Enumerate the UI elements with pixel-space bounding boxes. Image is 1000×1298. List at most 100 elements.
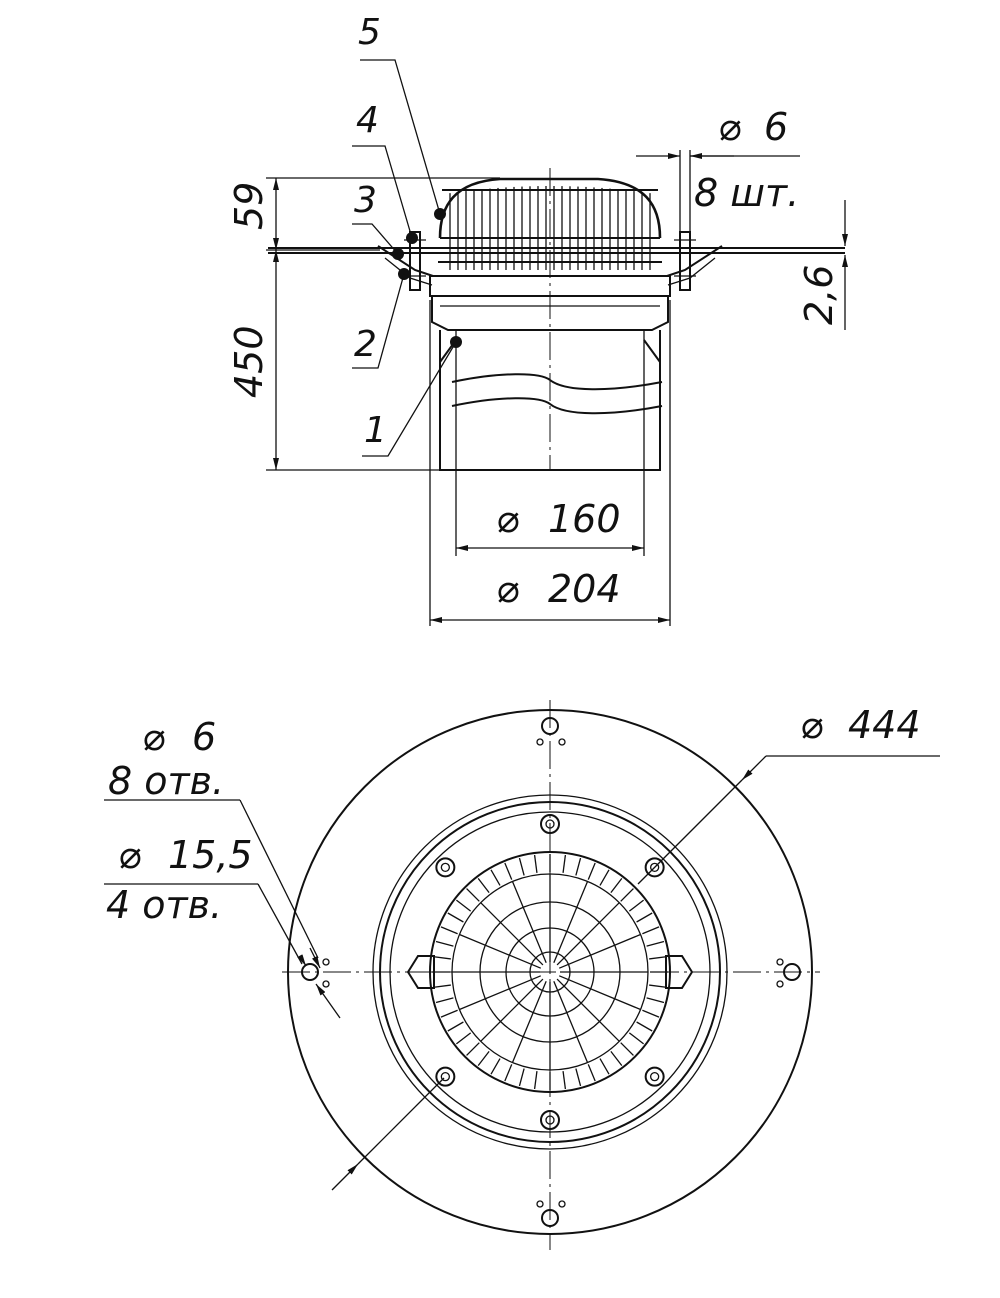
dim-flange-thk: 2,6 [797,200,848,330]
grate-tooth [533,854,538,873]
dim-large-holes-symbol: ⌀ [118,833,141,877]
dome-grate [438,177,662,270]
bolt-outer [435,1066,456,1087]
drain-pipe [439,330,663,471]
grate-tooth [642,926,660,935]
grate-tooth [599,869,610,886]
small-hole [558,1200,566,1208]
grate-spoke [459,933,542,969]
callout-label-1: 1 [364,410,387,451]
grate-tooth [504,1064,513,1082]
grate-tooth [587,862,596,880]
dim-height-body: 450 [227,250,440,471]
dim-large-holes-dia: 15,5 [168,833,253,877]
grate-spoke [511,980,547,1063]
grate-tooth [599,1058,610,1075]
dim-label-59: 59 [227,182,271,230]
bolt-inner [650,1072,660,1082]
dim-flange-dia: ⌀ 444 [331,703,940,1191]
grate-tooth [562,1071,567,1090]
grate-tooth [575,857,582,876]
bolt-outer [435,857,456,878]
grate-tooth [435,940,454,947]
dim-bolt-count: 8 шт. [694,171,799,215]
bolt-inner [440,862,450,872]
callout-label-4: 4 [356,100,379,141]
small-hole [536,1200,544,1208]
grate-spoke [480,978,544,1042]
dim-bolt-dia-symbol: ⌀ [718,105,741,149]
grate-spoke [511,881,547,964]
grate-tooth [440,1009,458,1018]
dim-pipe-inner-value: 160 [548,497,621,541]
grate-spoke [558,975,641,1011]
body-collar [429,275,671,331]
small-hole [322,980,330,988]
grate-spoke [553,881,589,964]
dim-height-top: 59 [227,177,500,251]
grate-spoke [558,933,641,969]
callout-label-2: 2 [354,324,377,365]
grate-tooth [587,1064,596,1082]
dim-flange-dia-value: 444 [848,703,921,747]
grate-spoke [556,978,620,1042]
grate-tooth [636,1021,653,1032]
dim-pipe-outer-value: 204 [548,567,621,611]
small-hole [558,738,566,746]
small-hole [322,958,330,966]
grate-tooth [518,857,525,876]
roof-membrane-flange [268,231,845,291]
dim-bolt: ⌀ 6 8 шт. [636,105,800,232]
grate-spoke [553,980,589,1063]
dim-small-holes-symbol: ⌀ [142,715,165,759]
grate-tooth [628,1032,645,1045]
bolt-outer [644,857,665,878]
dim-bolt-dia: 6 [764,105,788,149]
dim-large-holes: ⌀ 15,5 4 отв. [104,833,341,1019]
dim-label-450: 450 [227,325,271,398]
grate-spoke [459,975,542,1011]
grate-spoke [480,902,544,966]
grate-tooth [562,854,567,873]
grate-tooth [533,1071,538,1090]
grate-tooth [646,940,665,947]
grate-tooth [646,997,665,1004]
grate-tooth [628,899,645,912]
small-hole [536,738,544,746]
bolt-inner [650,862,660,872]
dim-pipe-outer-symbol: ⌀ [496,567,519,611]
grate-tooth [440,926,458,935]
dim-small-holes: ⌀ 6 8 отв. [104,715,321,969]
grate-tooth [477,1050,490,1067]
dim-flange-dia-inner-leader [357,1077,445,1165]
top-view: ⌀ 444 ⌀ 6 8 отв. ⌀ 15,5 4 отв. [104,700,940,1250]
grate-tooth [642,1009,660,1018]
dim-flange-dia-symbol: ⌀ [800,703,823,747]
dim-small-holes-dia: 6 [192,715,216,759]
grate-tooth [575,1068,582,1087]
callout-leaders [352,59,457,457]
grate-tooth [610,877,623,894]
bolt-outer [644,1066,665,1087]
grate-tooth [490,869,501,886]
grate-tooth [610,1050,623,1067]
grate-tooth [504,862,513,880]
grate-tooth [477,877,490,894]
dim-label-2-6: 2,6 [797,265,841,325]
dim-small-holes-count: 8 отв. [108,759,224,803]
grate-tooth [435,997,454,1004]
clip-left [406,955,435,989]
grate-tooth [490,1058,501,1075]
grate-tooth [432,955,451,960]
grate-tooth [447,1021,464,1032]
callout-label-3: 3 [354,180,377,221]
grate-tooth [620,888,634,902]
grate-tooth [455,899,472,912]
small-hole [776,980,784,988]
dim-pipe-inner-symbol: ⌀ [496,497,519,541]
grate-tooth [455,1032,472,1045]
grate-tooth [518,1068,525,1087]
callout-label-5: 5 [358,12,381,53]
dim-large-holes-count: 4 отв. [106,883,222,927]
dim-pipe-outer: ⌀ 204 [429,300,671,626]
